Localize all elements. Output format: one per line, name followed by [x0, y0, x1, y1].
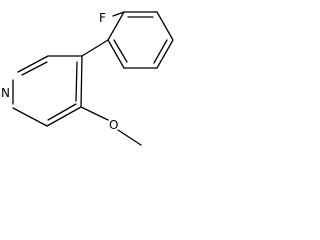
fluorine-label: F	[99, 11, 106, 25]
bond-pyridine-c4-c3	[80, 55, 83, 108]
bond-pyridine-c2-n-inner	[21, 61, 48, 76]
bond-phenyl-6	[107, 39, 125, 69]
oxygen-label: O	[109, 118, 118, 132]
bond-o-methyl	[117, 129, 142, 146]
bond-pyridine-c6-c5	[12, 107, 48, 127]
structure-diagram: F N O	[1, 11, 174, 146]
fluorophenyl-ring	[107, 11, 174, 69]
bond-phenyl-3	[156, 11, 174, 41]
bond-phenyl-4	[156, 39, 174, 69]
bond-pyridine-c5-c4	[46, 106, 82, 127]
bond-c-f	[112, 11, 125, 17]
pyridine-ring	[12, 55, 83, 127]
nitrogen-label: N	[1, 86, 10, 100]
bond-pyridine-c4-c3-inner	[75, 61, 78, 102]
bond-pyridine-c5-c4-inner	[47, 103, 77, 121]
bond-biaryl	[81, 39, 109, 57]
bond-phenyl-6-inner	[113, 39, 128, 63]
bond-pyridine-c2-n	[17, 55, 49, 73]
bond-c-o	[80, 106, 109, 121]
bond-phenyl-1	[107, 11, 125, 41]
bond-phenyl-4-inner	[153, 39, 168, 64]
